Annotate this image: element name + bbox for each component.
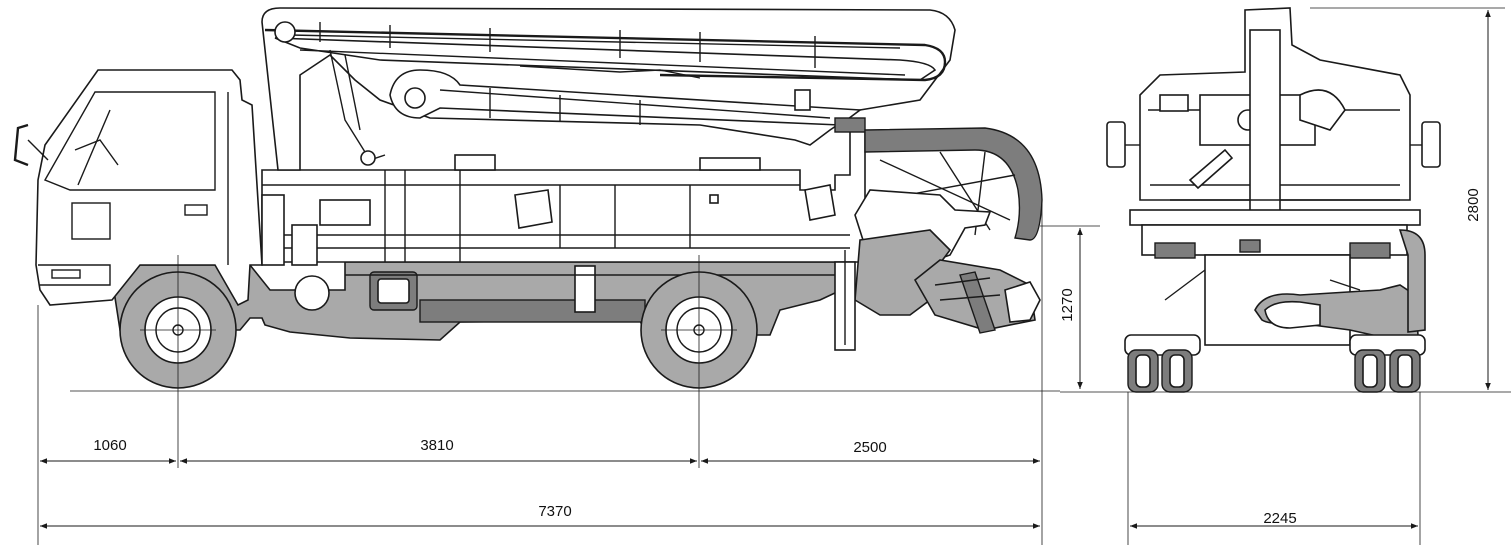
cab-window	[43, 91, 216, 191]
label-front-overhang: 1060	[93, 437, 126, 454]
label-wheelbase: 3810	[420, 437, 453, 454]
boom-pivot	[274, 21, 296, 43]
cab	[13, 69, 263, 307]
side-mirror	[13, 123, 29, 167]
control-box	[514, 189, 553, 229]
label-overall-width: 2245	[1263, 510, 1296, 527]
label-hopper-height: 1270	[1059, 288, 1076, 321]
air-tank	[294, 275, 330, 311]
dimension-lines: 1060 3810 2500 7370 2245 1270 2800	[37, 7, 1505, 545]
turret-column	[1249, 29, 1281, 231]
mirror-right	[1421, 121, 1441, 168]
hopper	[834, 189, 1041, 351]
label-overall-height: 2800	[1465, 188, 1482, 221]
body-frame	[261, 129, 866, 266]
mirror-left	[1106, 121, 1126, 168]
boom	[261, 7, 956, 171]
side-view	[13, 7, 1060, 468]
door-panel	[71, 202, 111, 240]
label-overall-length: 7370	[538, 503, 571, 520]
label-rear-overhang: 2500	[853, 439, 886, 456]
rear-view	[1060, 7, 1511, 393]
